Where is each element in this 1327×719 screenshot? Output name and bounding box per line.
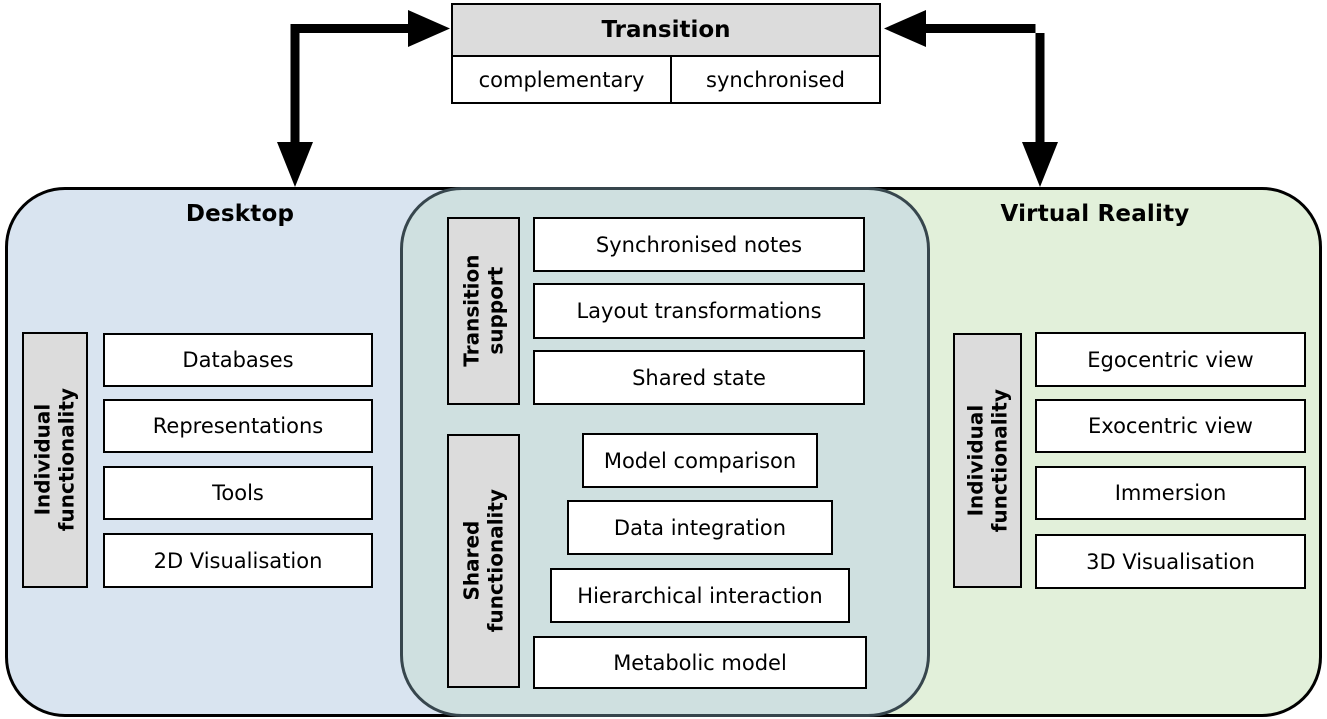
vr-item-immersion: Immersion: [1035, 466, 1306, 520]
transition-support-label: Transition support: [447, 217, 520, 405]
ts-item-shared-state: Shared state: [533, 350, 865, 405]
vr-item-3d-visualisation: 3D Visualisation: [1035, 534, 1306, 589]
sf-item-metabolic-model: Metabolic model: [533, 636, 867, 689]
arrowhead-down-icon: [1022, 142, 1058, 187]
vr-group-label: Individual functionality: [953, 333, 1022, 588]
left-transition-arrow: [277, 10, 450, 187]
transition-title: Transition: [453, 5, 879, 57]
transition-modes: complementary synchronised: [453, 57, 879, 102]
vr-item-egocentric-view: Egocentric view: [1035, 332, 1306, 387]
mode-synchronised: synchronised: [706, 67, 845, 92]
shared-functionality-label-text: Shared functionality: [458, 489, 507, 633]
arrowhead-down-icon: [277, 142, 313, 187]
transition-box: Transition complementary synchronised: [451, 3, 881, 104]
ts-item-layout-transformations: Layout transformations: [533, 283, 865, 339]
arrow-line: [290, 24, 412, 147]
right-transition-arrow: [884, 10, 1058, 187]
vr-item-exocentric-view: Exocentric view: [1035, 399, 1306, 453]
desktop-item-representations: Representations: [103, 399, 373, 453]
desktop-group-label: Individual functionality: [22, 332, 88, 588]
mode-complementary: complementary: [453, 57, 672, 102]
sf-item-model-comparison: Model comparison: [582, 433, 818, 488]
arrowhead-left-icon: [884, 10, 926, 47]
desktop-title: Desktop: [185, 201, 295, 227]
arrowhead-right-icon: [408, 10, 450, 47]
sf-item-hierarchical-interaction: Hierarchical interaction: [550, 568, 850, 623]
sf-item-data-integration: Data integration: [567, 500, 833, 555]
desktop-item-2d-visualisation: 2D Visualisation: [103, 533, 373, 588]
transition-support-label-text: Transition support: [458, 254, 507, 368]
desktop-item-databases: Databases: [103, 333, 373, 387]
virtual-reality-title: Virtual Reality: [1000, 201, 1190, 227]
shared-functionality-label: Shared functionality: [447, 434, 520, 688]
desktop-group-label-text: Individual functionality: [30, 388, 78, 532]
ts-item-synchronised-notes: Synchronised notes: [533, 217, 865, 272]
arrow-line: [922, 24, 1045, 147]
desktop-item-tools: Tools: [103, 466, 373, 520]
vr-group-label-text: Individual functionality: [962, 388, 1011, 533]
